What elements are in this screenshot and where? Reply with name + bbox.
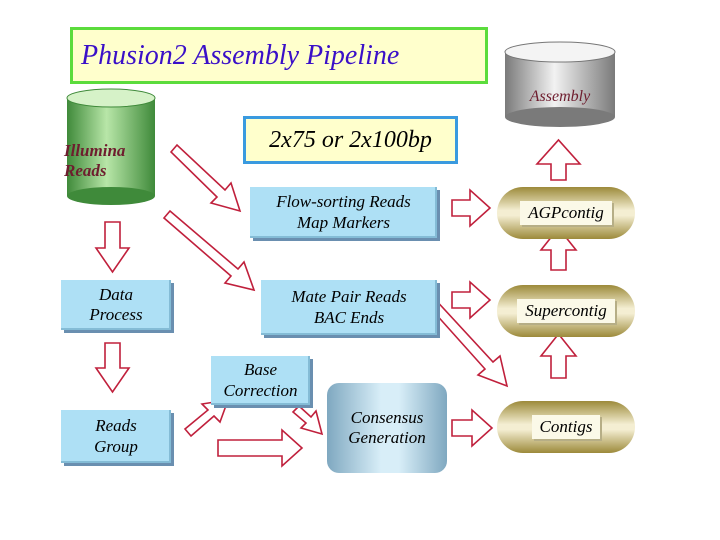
reads-group-line1: Reads (95, 416, 137, 436)
arrow-consensus-to-contigs (451, 408, 494, 448)
supercontig-node: Supercontig (497, 285, 635, 337)
reads-group-line2: Group (94, 436, 138, 456)
flow-sorting-line1: Flow-sorting Reads (276, 192, 411, 212)
arrow-illumina-to-mate-pair (162, 209, 256, 292)
assembly-cylinder (504, 41, 616, 127)
mate-pair-panel: Mate Pair Reads BAC Ends (261, 280, 437, 335)
arrow-contigs-to-supercontig (539, 332, 578, 379)
consensus-line2: Generation (348, 428, 426, 447)
assembly-label: Assembly (529, 88, 591, 105)
base-correction-line1: Base (243, 360, 278, 380)
arrow-flow-sorting-to-agpcontig (451, 188, 492, 228)
mate-pair-line2: BAC Ends (313, 307, 385, 327)
arrow-mate-pair-to-supercontig (451, 280, 492, 320)
reads-group-panel: Reads Group (61, 410, 171, 463)
consensus-generation-cylinder: Consensus Generation (327, 383, 447, 473)
page-title: Phusion2 Assembly Pipeline (81, 39, 400, 71)
base-correction-panel: Base Correction (211, 356, 310, 405)
read-spec-label: 2x75 or 2x100bp (269, 126, 432, 153)
data-process-line2: Process (89, 305, 143, 324)
agpcontig-label: AGPcontig (520, 201, 612, 225)
flow-sorting-panel: Flow-sorting Reads Map Markers (250, 187, 437, 238)
arrow-data-process-to-reads-group (94, 342, 131, 394)
arrow-illumina-to-data-process (94, 221, 131, 274)
arrow-agpcontig-to-assembly (535, 138, 582, 181)
title-box: Phusion2 Assembly Pipeline (70, 27, 488, 84)
arrow-base-correction-to-consensus (291, 404, 324, 436)
agpcontig-node: AGPcontig (497, 187, 635, 239)
illumina-reads-line2: Reads (64, 161, 107, 181)
consensus-line1: Consensus (350, 407, 424, 427)
illumina-reads-label: Illumina Reads (64, 141, 125, 182)
supercontig-label: Supercontig (517, 299, 615, 323)
contigs-label: Contigs (531, 415, 601, 439)
arrow-supercontig-to-agpcontig (539, 226, 578, 271)
arrow-reads-group-to-consensus (217, 428, 304, 468)
arrow-reads-group-to-base-correction (183, 399, 230, 438)
illumina-reads-line1: Illumina (64, 141, 126, 160)
read-spec-box: 2x75 or 2x100bp (243, 116, 458, 164)
flow-sorting-line2: Map Markers (296, 212, 390, 232)
arrow-mate-pair-to-contigs (423, 294, 509, 388)
contigs-node: Contigs (497, 401, 635, 453)
arrow-illumina-to-flow-sorting (169, 143, 242, 213)
data-process-line1: Data (98, 284, 133, 304)
illumina-reads-cylinder (66, 88, 156, 205)
base-correction-line2: Correction (223, 380, 298, 400)
data-process-panel: Data Process (61, 280, 171, 330)
mate-pair-line1: Mate Pair Reads (291, 287, 407, 307)
